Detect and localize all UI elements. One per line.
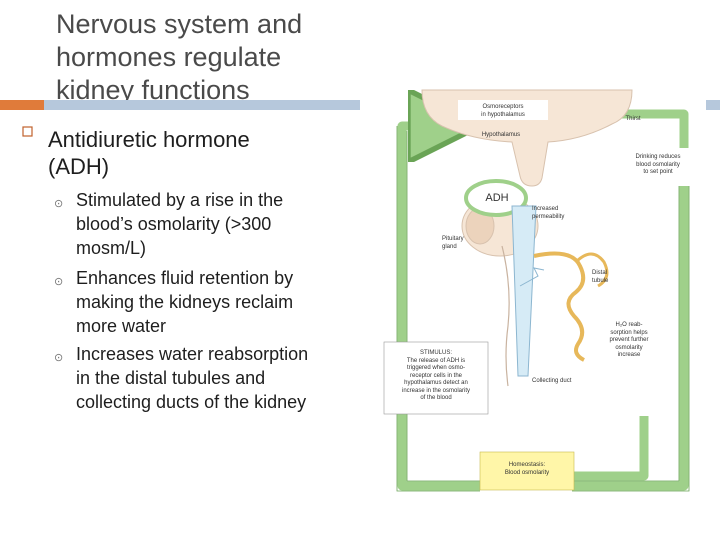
label-line: sorption helps: [610, 329, 648, 336]
adh-feedback-diagram: Osmoreceptors in hypothalamus Thirst Hyp…: [362, 86, 716, 530]
homeostasis-box: [479, 451, 575, 491]
circle-bullet-icon: ⊙: [54, 352, 64, 364]
sub-bullet-line: Enhances fluid retention by: [76, 268, 294, 288]
permeability-label: Increased permeability: [532, 206, 582, 221]
drinking-label: Drinking reduces blood osmolarity to set…: [618, 154, 698, 177]
slide-title: Nervous system and hormones regulate kid…: [56, 8, 356, 107]
feedback-loop-outline: [396, 126, 690, 492]
sub-bullet-line: Increases water reabsorption: [76, 344, 309, 364]
label-line: increase in the osmolarity: [401, 387, 471, 394]
sub-bullet: Enhances fluid retention by making the k…: [76, 266, 346, 338]
pituitary-label: Pituitary gland: [442, 236, 482, 251]
label-line: increase: [617, 352, 641, 358]
stimulus-text: STIMULUS: The release of ADH is triggere…: [384, 350, 488, 403]
sub-bullet-line: in the distal tubules and: [76, 368, 266, 388]
stimulus-box: [383, 341, 489, 415]
label-line: prevent further: [609, 337, 649, 343]
circle-bullet-icon: ⊙: [54, 198, 64, 210]
main-bullet: Antidiuretic hormone (ADH): [48, 126, 348, 180]
title-line: hormones regulate: [56, 42, 282, 72]
main-bullet-line: Antidiuretic hormone: [48, 127, 250, 152]
sub-bullet-line: making the kidneys reclaim: [76, 292, 294, 312]
sub-bullet-line: mosm/L): [76, 238, 147, 258]
label-line: STIMULUS:: [419, 350, 452, 356]
label-line: Blood osmolarity: [504, 469, 550, 476]
label-line: hypothalamus detect an: [404, 380, 468, 386]
label-line: The release of ADH is: [406, 357, 466, 364]
label-line: Drinking reduces: [635, 154, 681, 160]
title-divider: [44, 100, 360, 110]
thirst-label: Thirst: [625, 116, 641, 122]
drinking-label-box: [614, 148, 700, 180]
label-line: triggered when osmo-: [406, 365, 466, 371]
title-divider-right: [706, 100, 720, 110]
label-line: to set point: [643, 169, 673, 175]
sub-bullet-line: more water: [76, 316, 167, 336]
label-line: H₂O reab-: [615, 322, 643, 328]
adh-label: ADH: [485, 192, 509, 204]
circle-bullet-icon: ⊙: [54, 276, 64, 288]
collecting-duct-shape: [511, 205, 537, 377]
sub-bullet-line: blood’s osmolarity (>300: [76, 214, 272, 234]
label-line: blood osmolarity: [636, 161, 680, 168]
reabsorption-label: H₂O reab- sorption helps prevent further…: [594, 322, 664, 360]
label-line: permeability: [532, 213, 565, 220]
title-line: Nervous system and: [56, 9, 303, 39]
label-line: gland: [442, 243, 457, 250]
label-line: Osmoreceptors: [482, 104, 524, 110]
label-line: Homeostasis:: [508, 462, 546, 468]
label-line: receptor cells in the: [409, 372, 463, 379]
sub-bullet: Stimulated by a rise in the blood’s osmo…: [76, 188, 346, 260]
label-line: Distal: [592, 270, 608, 276]
sub-bullet-line: Stimulated by a rise in the: [76, 190, 284, 210]
main-bullet-line: (ADH): [48, 154, 110, 179]
distal-tubule-shape: [533, 251, 586, 362]
hypothalamus-label: Hypothalamus: [481, 132, 521, 138]
osmoreceptor-label-box: [458, 100, 548, 120]
label-line: of the blood: [420, 395, 452, 401]
homeostasis-label: Homeostasis: Blood osmolarity: [480, 462, 574, 477]
blood-vessel-shape: [501, 245, 510, 387]
sub-bullet: Increases water reabsorption in the dist…: [76, 342, 346, 414]
osmoreceptors-label: Osmoreceptors in hypothalamus: [458, 104, 548, 119]
adh-oval: [464, 179, 528, 217]
collecting-duct-label: Collecting duct: [532, 378, 572, 384]
reabsorption-label-box: [594, 318, 664, 362]
label-line: in hypothalamus: [481, 111, 525, 118]
distal-tubule-label: Distal tubule: [592, 270, 622, 285]
square-bullet-icon: [22, 126, 34, 141]
label-line: Pituitary: [442, 236, 464, 242]
sub-bullet-line: collecting ducts of the kidney: [76, 392, 307, 412]
label-line: Increased: [532, 206, 559, 212]
accent-rule: [0, 100, 44, 110]
label-line: osmolarity: [615, 344, 643, 351]
label-line: tubule: [592, 277, 609, 284]
